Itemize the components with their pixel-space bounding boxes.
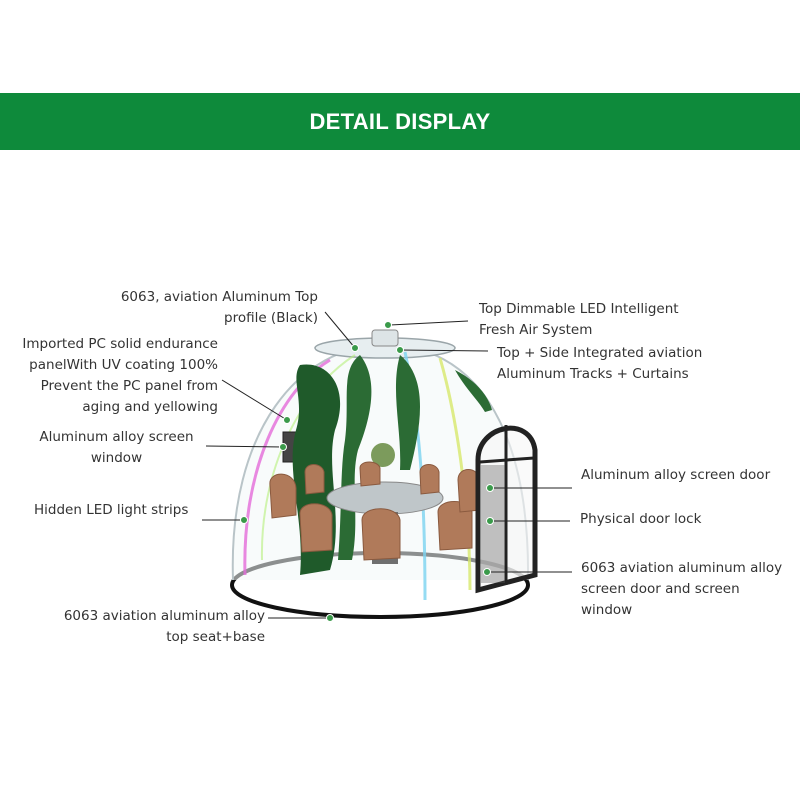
label-line: Fresh Air System bbox=[479, 320, 679, 341]
label-top-led: Top Dimmable LED Intelligent Fresh Air S… bbox=[479, 299, 679, 341]
label-door-lock: Physical door lock bbox=[580, 509, 701, 530]
label-line: screen door and screen bbox=[581, 579, 782, 600]
label-door-window: 6063 aviation aluminum alloy screen door… bbox=[581, 558, 782, 621]
label-line: Aluminum alloy screen door bbox=[581, 465, 770, 486]
label-line: profile (Black) bbox=[121, 308, 318, 329]
label-pc-panel: Imported PC solid endurance panelWith UV… bbox=[22, 334, 218, 418]
label-line: panelWith UV coating 100% bbox=[22, 355, 218, 376]
label-line: Top Dimmable LED Intelligent bbox=[479, 299, 679, 320]
label-line: Physical door lock bbox=[580, 509, 701, 530]
label-top-profile: 6063, aviation Aluminum Top profile (Bla… bbox=[121, 287, 318, 329]
label-screen-door: Aluminum alloy screen door bbox=[581, 465, 770, 486]
label-line: window bbox=[34, 448, 199, 469]
label-line: 6063, aviation Aluminum Top bbox=[121, 287, 318, 308]
label-line: 6063 aviation aluminum alloy bbox=[581, 558, 782, 579]
label-line: Hidden LED light strips bbox=[34, 500, 188, 521]
label-screen-window: Aluminum alloy screen window bbox=[34, 427, 199, 469]
label-line: Prevent the PC panel from bbox=[22, 376, 218, 397]
top-fan-unit bbox=[372, 330, 398, 346]
label-line: window bbox=[581, 600, 782, 621]
label-line: Aluminum Tracks + Curtains bbox=[497, 364, 702, 385]
label-seat-base: 6063 aviation aluminum alloy top seat+ba… bbox=[64, 606, 265, 648]
label-line: Top + Side Integrated aviation bbox=[497, 343, 702, 364]
door-screen-mesh bbox=[481, 465, 505, 583]
label-line: Aluminum alloy screen bbox=[34, 427, 199, 448]
label-line: Imported PC solid endurance bbox=[22, 334, 218, 355]
label-line: 6063 aviation aluminum alloy bbox=[64, 606, 265, 627]
label-tracks: Top + Side Integrated aviation Aluminum … bbox=[497, 343, 702, 385]
label-line: aging and yellowing bbox=[22, 397, 218, 418]
label-line: top seat+base bbox=[64, 627, 265, 648]
label-led-strips: Hidden LED light strips bbox=[34, 500, 188, 521]
